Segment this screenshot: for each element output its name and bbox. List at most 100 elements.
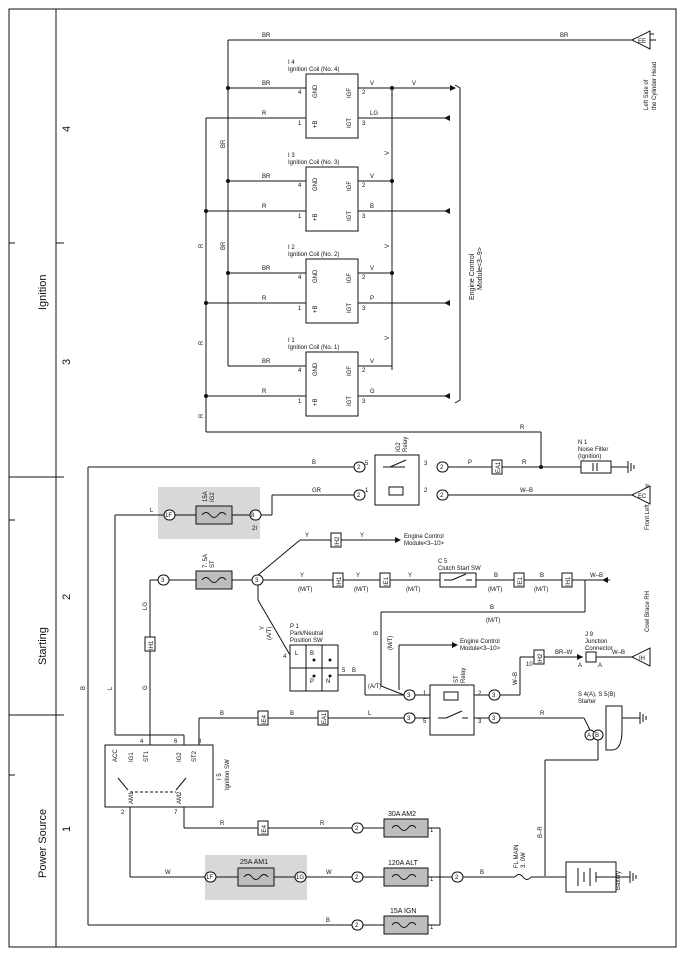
- section-ignition: Ignition: [37, 275, 49, 310]
- connector: [353, 461, 366, 473]
- connector-pin: 3: [492, 716, 496, 722]
- svg-text:R: R: [262, 111, 267, 117]
- ignition-coil-2: I 2 Ignition Coil (No. 2) GND +B IGF IGT…: [204, 245, 450, 324]
- wire-label: B: [81, 686, 87, 690]
- battery: Battery: [565, 861, 637, 893]
- svg-text:2: 2: [362, 368, 366, 374]
- svg-text:P 1: P 1: [290, 624, 300, 630]
- wire-label: B: [374, 631, 380, 635]
- svg-text:AM1: AM1: [129, 791, 135, 804]
- connector-pin: 3: [407, 716, 411, 722]
- svg-text:V: V: [370, 174, 374, 180]
- svg-text:Noise Filter: Noise Filter: [578, 447, 608, 453]
- svg-text:+B: +B: [313, 120, 319, 128]
- wire-label: L: [368, 711, 372, 717]
- fuse-alt: [383, 867, 429, 887]
- wire-label: W: [326, 870, 332, 876]
- svg-text:1: 1: [298, 121, 302, 127]
- svg-text:IG2: IG2: [396, 442, 402, 452]
- wire-label: BR: [221, 139, 227, 148]
- svg-text:3: 3: [362, 214, 366, 220]
- wire-label: (M/T): [534, 587, 548, 593]
- grid-number-2: 2: [61, 594, 73, 600]
- connector-2i-pin: 8: [251, 513, 255, 519]
- svg-text:7: 7: [174, 810, 178, 816]
- ground-ih-label: Cowl Brace RH: [645, 591, 651, 632]
- svg-text:IGF: IGF: [347, 366, 353, 376]
- grid-number-3: 3: [61, 359, 73, 365]
- ground-ih-code: IH: [639, 656, 645, 662]
- svg-text:Relay: Relay: [461, 668, 467, 683]
- fl-main-label: 3. 0W: [521, 852, 527, 868]
- svg-text:1: 1: [298, 399, 302, 405]
- section-starting: Starting: [37, 627, 49, 665]
- wire-label: (A/T): [267, 627, 273, 640]
- svg-text:IGT: IGT: [347, 303, 353, 313]
- wire-label: LG: [143, 602, 149, 610]
- wire-label: BR: [221, 241, 227, 250]
- svg-text:+B: +B: [313, 398, 319, 406]
- svg-text:3: 3: [424, 461, 428, 467]
- wire-label: G: [143, 685, 149, 690]
- connector-pin: 1: [430, 828, 434, 834]
- svg-text:N 1: N 1: [578, 440, 588, 446]
- wire-label: B: [352, 668, 356, 674]
- connector-pin: 3: [407, 693, 411, 699]
- svg-text:1: 1: [365, 488, 369, 494]
- svg-text:6: 6: [174, 739, 178, 745]
- ecm-start-label: Module<3–10>: [460, 646, 501, 652]
- svg-text:I 4: I 4: [288, 60, 295, 66]
- svg-text:A: A: [587, 733, 591, 739]
- svg-text:GND: GND: [313, 84, 319, 98]
- wire-label: (M/T): [388, 636, 394, 650]
- wire-label: B: [540, 573, 544, 579]
- wire-label: W–B: [590, 573, 603, 579]
- svg-text:Battery: Battery: [616, 871, 622, 890]
- svg-text:2: 2: [362, 275, 366, 281]
- svg-text:2: 2: [362, 183, 366, 189]
- ig2-relay: IG2 Relay 51 32: [365, 437, 428, 506]
- svg-text:Ignition Coil (No. 4): Ignition Coil (No. 4): [288, 67, 339, 73]
- svg-text:G: G: [370, 389, 375, 395]
- wire-label: B: [290, 711, 294, 717]
- svg-text:3: 3: [362, 121, 366, 127]
- svg-text:ACC: ACC: [113, 749, 119, 762]
- grid-ticks: [9, 242, 64, 776]
- svg-text:4: 4: [140, 739, 144, 745]
- svg-text:LG: LG: [370, 111, 378, 117]
- svg-text:1: 1: [423, 691, 427, 697]
- svg-text:P: P: [310, 679, 314, 685]
- wire-label: R: [320, 821, 325, 827]
- svg-text:8: 8: [198, 739, 202, 745]
- wire-label: (M/T): [488, 587, 502, 593]
- svg-text:IGF: IGF: [347, 88, 353, 98]
- svg-text:2: 2: [362, 90, 366, 96]
- connector-pin: 2: [357, 465, 361, 471]
- wire-label: B: [490, 605, 494, 611]
- wire-label: (M/T): [406, 587, 420, 593]
- svg-text:4: 4: [283, 654, 287, 660]
- svg-text:+B: +B: [313, 213, 319, 221]
- fuse-am2: [383, 818, 429, 838]
- svg-text:Ignition Coil (No. 1): Ignition Coil (No. 1): [288, 345, 339, 351]
- fuse-st-label: ST: [210, 560, 216, 568]
- ground-ee-label: the Cylinder Head: [652, 62, 658, 110]
- connector-ea1-label: EA1: [322, 712, 328, 724]
- svg-text:BR: BR: [262, 81, 271, 87]
- svg-text:Ignition Coil (No. 2): Ignition Coil (No. 2): [288, 252, 339, 258]
- ignition-switch-label: Ignition SW: [225, 759, 231, 790]
- diagram-frame: [8, 8, 677, 948]
- svg-text:B: B: [595, 733, 599, 739]
- svg-text:R: R: [262, 204, 267, 210]
- ecm-start-label: Engine Control: [460, 639, 500, 645]
- connector-pin: 2: [355, 875, 359, 881]
- svg-text:2: 2: [478, 691, 482, 697]
- fuse-am2-label: 30A AM2: [388, 811, 416, 818]
- svg-text:A: A: [598, 663, 602, 669]
- svg-text:Relay: Relay: [403, 437, 409, 452]
- svg-text:B: B: [310, 651, 314, 657]
- svg-text:I 2: I 2: [288, 245, 295, 251]
- svg-text:GND: GND: [313, 362, 319, 376]
- connector-ih1-label: IH1: [566, 576, 572, 586]
